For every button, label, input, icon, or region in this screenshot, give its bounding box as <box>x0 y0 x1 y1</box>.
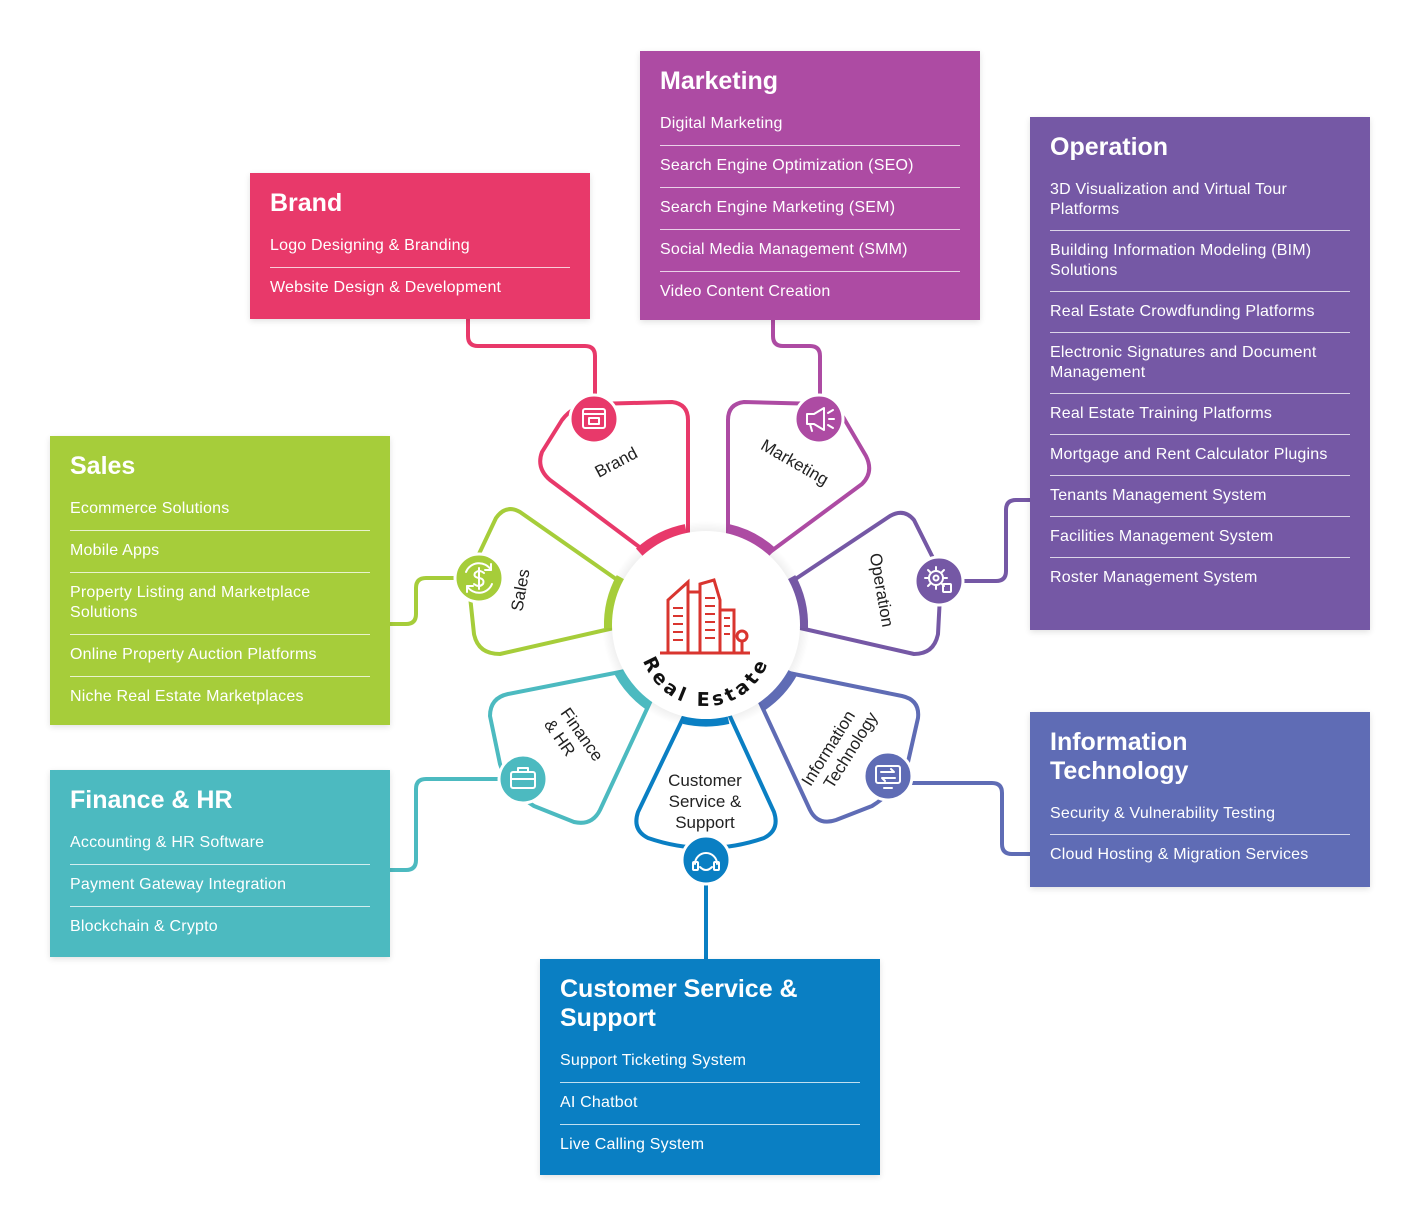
list-item: Accounting & HR Software <box>70 823 370 865</box>
operation-card-title: Operation <box>1050 133 1169 161</box>
list-item: Online Property Auction Platforms <box>70 635 370 677</box>
list-item: Roster Management System <box>1050 569 1258 586</box>
list-item: Security & Vulnerability Testing <box>1050 794 1350 835</box>
dollar-cycle-icon <box>453 552 505 604</box>
hub-arc-operation <box>784 575 809 629</box>
list-item: Website Design & Development <box>270 279 502 296</box>
marketing-card-title: Marketing <box>660 67 779 95</box>
sales-connector <box>388 576 458 626</box>
brand-card: Brand Logo Designing & Branding Website … <box>250 173 590 319</box>
hub-arc-marketing <box>726 524 777 558</box>
operation-connector <box>960 498 1032 583</box>
hub-arc-cs <box>682 712 730 727</box>
list-item: Search Engine Optimization (SEO) <box>660 146 960 188</box>
briefcase-icon <box>497 753 549 805</box>
brand-card-title: Brand <box>270 189 343 217</box>
list-item: Support Ticketing System <box>560 1041 860 1083</box>
list-item: Facilities Management System <box>1050 517 1350 558</box>
marketing-card: Marketing Digital Marketing Search Engin… <box>640 51 980 320</box>
real-estate-hub <box>612 531 800 719</box>
list-item: Search Engine Marketing (SEM) <box>660 188 960 230</box>
list-item: Payment Gateway Integration <box>70 865 370 907</box>
list-item: Social Media Management (SMM) <box>660 230 960 272</box>
marketing-connector <box>771 318 822 397</box>
list-item: Real Estate Crowdfunding Platforms <box>1050 292 1350 333</box>
finance-card: Finance & HR Accounting & HR Software Pa… <box>50 770 390 957</box>
list-item: Video Content Creation <box>660 283 831 300</box>
megaphone-icon <box>793 393 845 445</box>
sales-card-title: Sales <box>70 452 136 480</box>
list-item: Real Estate Training Platforms <box>1050 394 1350 435</box>
list-item: AI Chatbot <box>560 1083 860 1125</box>
list-item: Digital Marketing <box>660 104 960 146</box>
monitor-icon <box>862 750 914 802</box>
list-item: Tenants Management System <box>1050 476 1350 517</box>
list-item: Logo Designing & Branding <box>270 226 570 268</box>
building-icon <box>660 578 750 655</box>
hub-arc-finance <box>614 668 654 710</box>
brand-connector <box>466 317 597 397</box>
information-technology-card: Information Technology Security & Vulner… <box>1030 712 1370 887</box>
gear-icon <box>913 555 965 607</box>
list-item: 3D Visualization and Virtual Tour Platfo… <box>1050 170 1350 231</box>
it-connector <box>909 781 1032 856</box>
list-item: Niche Real Estate Marketplaces <box>70 688 304 705</box>
list-item: Live Calling System <box>560 1136 705 1153</box>
customer-service-card-title: Customer Service & Support <box>560 975 798 1032</box>
sales-card: Sales Ecommerce Solutions Mobile Apps Pr… <box>50 436 390 725</box>
finance-connector <box>388 777 502 872</box>
list-item: Mortgage and Rent Calculator Plugins <box>1050 435 1350 476</box>
browser-window-icon <box>568 393 620 445</box>
list-item: Electronic Signatures and Document Manag… <box>1050 333 1350 394</box>
list-item: Cloud Hosting & Migration Services <box>1050 846 1309 863</box>
list-item: Ecommerce Solutions <box>70 489 370 531</box>
list-item: Mobile Apps <box>70 531 370 573</box>
list-item: Property Listing and Marketplace Solutio… <box>70 573 370 635</box>
operation-card: Operation 3D Visualization and Virtual T… <box>1030 117 1370 630</box>
finance-card-title: Finance & HR <box>70 786 233 814</box>
list-item: Blockchain & Crypto <box>70 918 218 935</box>
hub-arc-brand <box>635 524 688 558</box>
hub-arc-it <box>758 668 798 710</box>
customer-service-card: Customer Service & Support Support Ticke… <box>540 959 880 1175</box>
petal-label-cs-1: Customer <box>668 771 742 790</box>
list-item: Building Information Modeling (BIM) Solu… <box>1050 231 1350 292</box>
hub-arc-sales <box>603 575 628 629</box>
information-technology-card-title: Information Technology <box>1050 728 1189 785</box>
petal-label-cs-2: Service & <box>669 792 742 811</box>
petal-label-cs-3: Support <box>675 813 735 832</box>
headset-icon <box>680 834 732 886</box>
